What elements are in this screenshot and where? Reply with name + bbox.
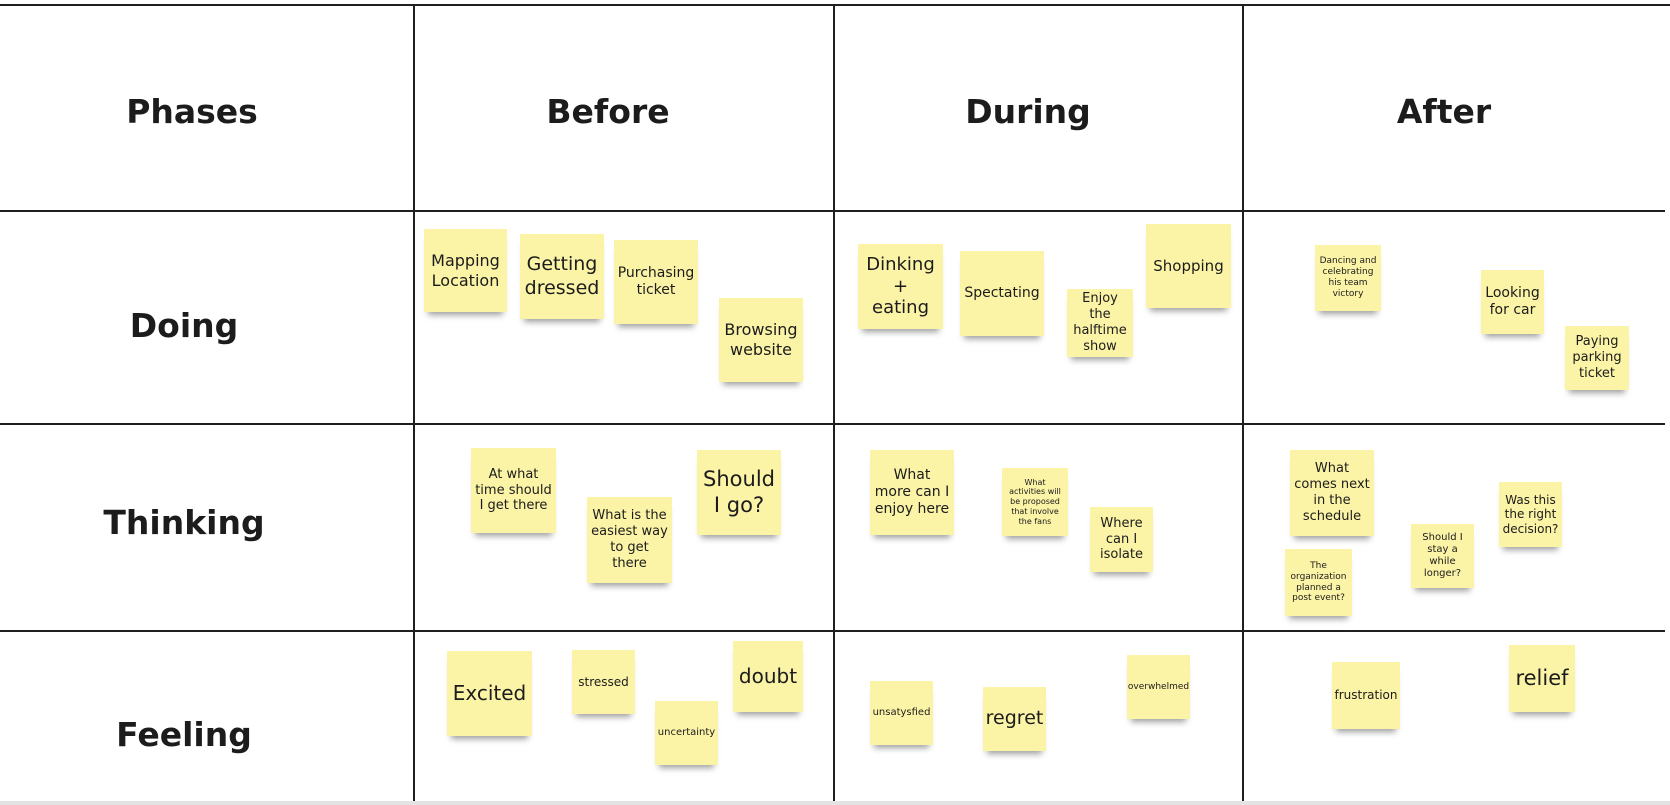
note-text: Spectating: [964, 284, 1040, 301]
note-text: overwhelmed: [1127, 681, 1190, 692]
sticky-note[interactable]: regret: [983, 687, 1046, 751]
sticky-note[interactable]: What is the easiest way to get there: [587, 497, 672, 583]
note-text: What activities will be proposed that in…: [1009, 477, 1061, 526]
sticky-note[interactable]: overwhelmed: [1127, 655, 1190, 719]
note-text: Should I stay a while longer?: [1422, 531, 1463, 580]
note-text: Shopping: [1153, 256, 1224, 275]
sticky-note[interactable]: Dinking + eating: [858, 244, 943, 329]
row-header-doing: Doing: [129, 306, 239, 345]
note-text: unsatysfied: [872, 706, 931, 718]
note-text: stressed: [578, 674, 629, 689]
note-text: Paying parking ticket: [1572, 334, 1622, 381]
sticky-note[interactable]: At what time should I get there: [471, 448, 556, 533]
note-text: Excited: [452, 681, 527, 706]
note-text: The organization planned a post event?: [1290, 560, 1347, 604]
sticky-note[interactable]: Looking for car: [1481, 270, 1544, 334]
sticky-note[interactable]: uncertainty: [655, 701, 718, 765]
note-text: Looking for car: [1485, 284, 1540, 318]
grid-line-thinking-bottom: [0, 630, 1665, 632]
note-text: doubt: [738, 664, 798, 689]
sticky-note[interactable]: What comes next in the schedule: [1290, 450, 1374, 536]
grid-line-col-1: [413, 6, 415, 803]
note-text: Dinking + eating: [866, 253, 935, 319]
sticky-note[interactable]: The organization planned a post event?: [1285, 549, 1352, 616]
note-text: Browsing website: [724, 320, 798, 359]
note-text: Mapping Location: [431, 250, 500, 290]
grid-line-top: [0, 4, 1670, 6]
sticky-note[interactable]: Where can I isolate: [1090, 507, 1153, 572]
grid-line-doing-bottom: [0, 423, 1665, 425]
column-header-before: Before: [546, 92, 670, 131]
sticky-note[interactable]: Dancing and celebrating his team victory: [1315, 245, 1381, 311]
row-header-thinking: Thinking: [103, 503, 265, 542]
sticky-note[interactable]: Spectating: [960, 251, 1044, 336]
canvas-bottom-edge: [0, 801, 1670, 805]
sticky-note[interactable]: Enjoy the halftime show: [1067, 289, 1133, 357]
sticky-note[interactable]: unsatysfied: [870, 681, 933, 745]
note-text: At what time should I get there: [475, 466, 552, 514]
note-text: Where can I isolate: [1099, 515, 1143, 563]
sticky-note[interactable]: Browsing website: [719, 298, 803, 382]
sticky-note[interactable]: Paying parking ticket: [1565, 326, 1629, 390]
column-header-during: During: [965, 92, 1091, 131]
column-header-phases: Phases: [126, 92, 258, 131]
sticky-note[interactable]: doubt: [733, 641, 803, 712]
sticky-note[interactable]: Excited: [447, 651, 532, 736]
column-header-after: After: [1396, 92, 1492, 131]
sticky-note[interactable]: frustration: [1332, 662, 1400, 729]
note-text: What more can I enjoy here: [874, 466, 950, 518]
sticky-note[interactable]: Purchasing ticket: [614, 240, 698, 324]
note-text: Was this the right decision?: [1502, 492, 1559, 536]
grid-line-header-bottom: [0, 210, 1665, 212]
note-text: frustration: [1334, 688, 1398, 703]
note-text: What is the easiest way to get there: [591, 508, 668, 571]
sticky-note[interactable]: Shopping: [1146, 224, 1231, 308]
sticky-note[interactable]: Should I stay a while longer?: [1411, 524, 1474, 588]
sticky-note[interactable]: relief: [1509, 645, 1575, 712]
sticky-note[interactable]: What activities will be proposed that in…: [1002, 468, 1068, 536]
note-text: uncertainty: [657, 726, 716, 738]
note-text: Enjoy the halftime show: [1073, 291, 1127, 354]
note-text: Purchasing ticket: [617, 264, 695, 298]
grid-line-col-2: [833, 6, 835, 803]
sticky-note[interactable]: stressed: [572, 650, 635, 714]
note-text: relief: [1515, 665, 1569, 690]
note-text: Dancing and celebrating his team victory: [1319, 256, 1377, 299]
sticky-note[interactable]: Getting dressed: [520, 234, 604, 319]
sticky-note[interactable]: What more can I enjoy here: [870, 450, 954, 535]
sticky-note[interactable]: Was this the right decision?: [1499, 482, 1562, 547]
note-text: What comes next in the schedule: [1294, 461, 1370, 524]
row-header-feeling: Feeling: [116, 715, 252, 754]
note-text: regret: [985, 707, 1044, 730]
sticky-note[interactable]: Mapping Location: [424, 229, 507, 312]
sticky-note[interactable]: Should I go?: [697, 450, 781, 535]
note-text: Should I go?: [703, 466, 775, 517]
grid-line-col-3: [1242, 6, 1244, 803]
note-text: Getting dressed: [524, 253, 600, 299]
